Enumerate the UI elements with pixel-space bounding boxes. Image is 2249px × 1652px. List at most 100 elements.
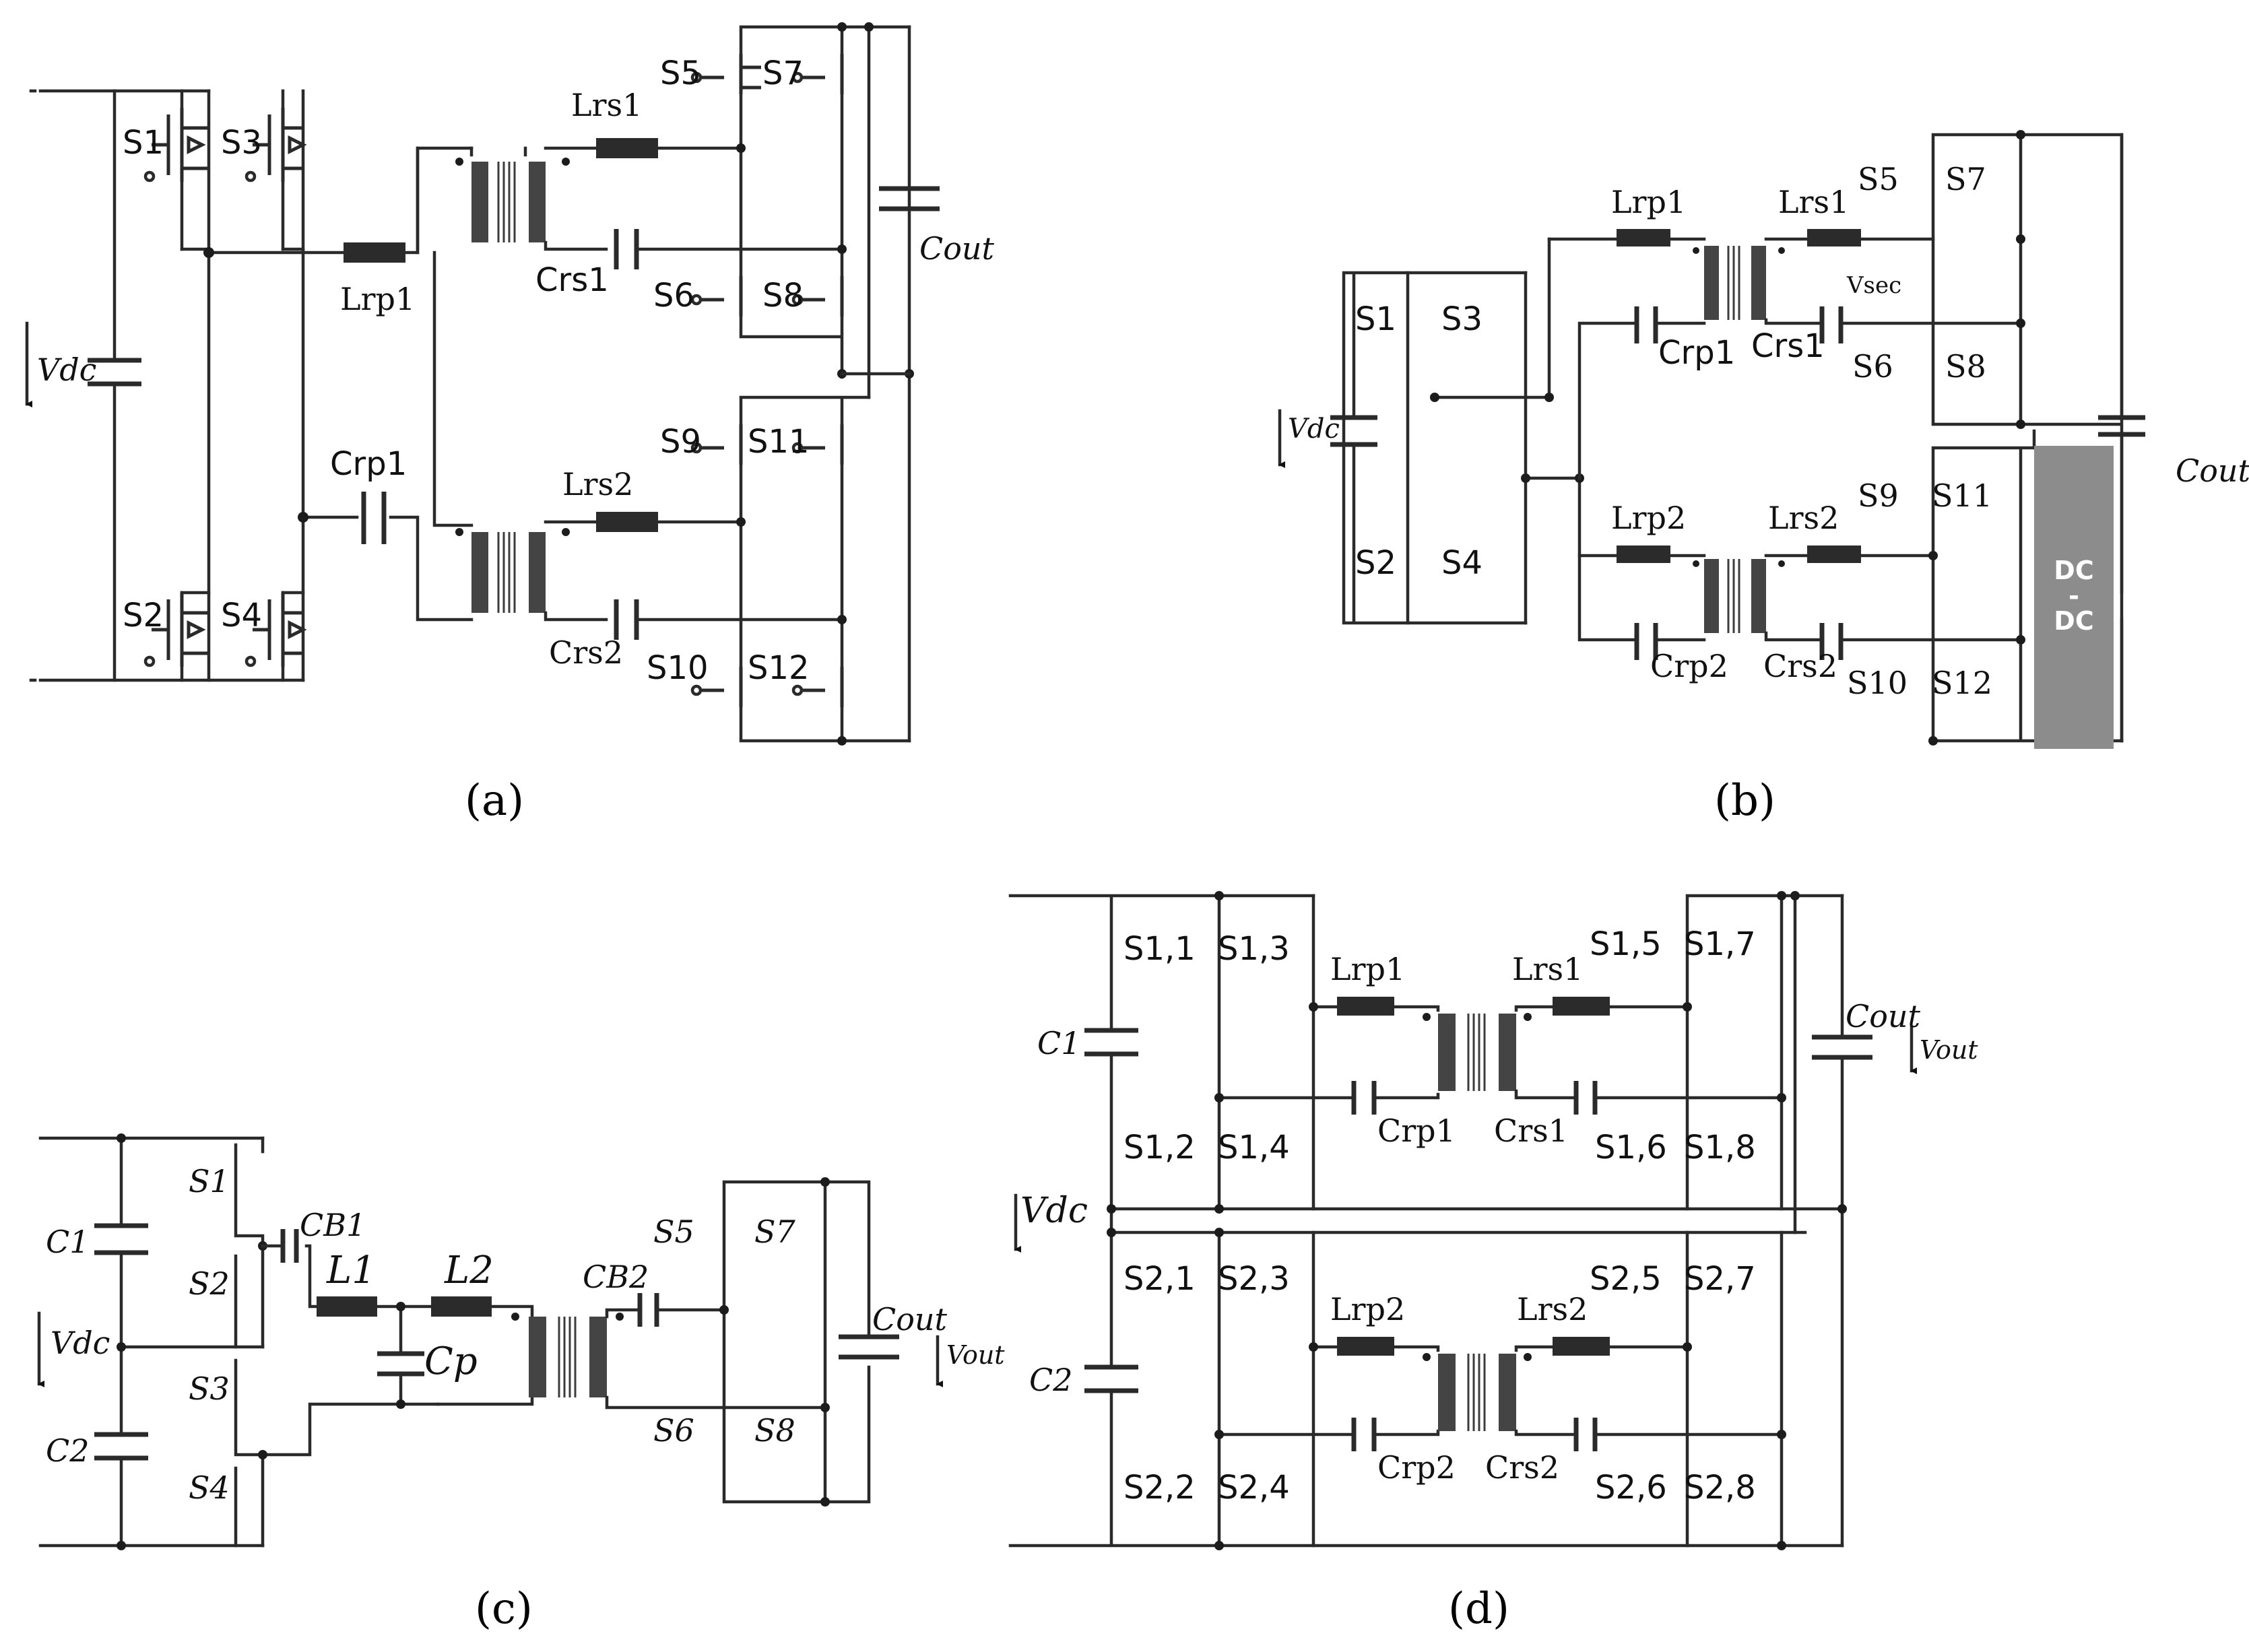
label-a-s9: S9: [660, 423, 701, 461]
label-c-vdc: Vdc: [51, 1325, 110, 1361]
label-d-vdc: Vdc: [1020, 1191, 1088, 1231]
label-d-s15: S1,5: [1590, 925, 1662, 963]
label-b-cout: Cout: [2176, 453, 2249, 489]
label-d-c2: C2: [1029, 1362, 1072, 1398]
label-c-cout: Cout: [872, 1301, 948, 1337]
label-c-cb2: CB2: [583, 1259, 649, 1295]
label-b-crp2: Crp2: [1650, 648, 1728, 684]
caption-a: (a): [465, 776, 524, 826]
label-b-s1: S1: [1355, 300, 1396, 338]
label-d-cout: Cout: [1846, 998, 1921, 1034]
label-b-lrp1: Lrp1: [1611, 184, 1686, 220]
label-b-vdc: Vdc: [1288, 414, 1340, 444]
label-d-s18: S1,8: [1684, 1129, 1756, 1166]
label-d-s22: S2,2: [1123, 1469, 1196, 1507]
label-b-s6: S6: [1852, 348, 1893, 385]
label-b-s3: S3: [1441, 300, 1482, 338]
label-c-cb1: CB1: [300, 1207, 366, 1243]
label-a-crs2: Crs2: [549, 634, 623, 671]
label-d-crp1: Crp1: [1377, 1113, 1456, 1149]
dc-block-top: DC: [2054, 556, 2093, 585]
label-d-lrs2: Lrs2: [1517, 1291, 1588, 1327]
label-a-lrs1: Lrs1: [571, 87, 642, 123]
label-a-s2: S2: [123, 597, 164, 634]
label-c-l2: L2: [444, 1249, 494, 1292]
label-a-s5: S5: [660, 55, 701, 92]
dc-block-mid: -: [2068, 581, 2079, 611]
label-b-lrp2: Lrp2: [1611, 500, 1686, 536]
label-d-crp2: Crp2: [1377, 1449, 1456, 1486]
label-a-crp1: Crp1: [330, 445, 407, 483]
label-b-s8: S8: [1945, 348, 1986, 385]
caption-b: (b): [1714, 776, 1775, 826]
label-a-s6: S6: [653, 277, 694, 315]
label-d-s26: S2,6: [1595, 1469, 1667, 1507]
label-d-s23: S2,3: [1218, 1260, 1290, 1298]
label-c-vout: Vout: [946, 1340, 1005, 1370]
label-c-s6: S6: [653, 1412, 694, 1449]
caption-c: (c): [475, 1584, 533, 1634]
label-a-lrs2: Lrs2: [562, 466, 633, 502]
label-a-s11: S11: [748, 423, 810, 461]
label-d-s28: S2,8: [1684, 1469, 1756, 1507]
label-a-crs1: Crs1: [535, 261, 609, 299]
panel-b: DC - DC S1 S3 S2 S4 Lrp1 Crp1 Lrs1 Crs1 …: [1278, 130, 2249, 826]
label-d-c1: C1: [1037, 1025, 1080, 1061]
label-b-crs2: Crs2: [1763, 648, 1837, 684]
panel-a: S1 S3 S2 S4 Lrp1 Crp1 Lrs1 Crs1 Lrs2 Crs…: [25, 22, 995, 826]
label-c-cp: Cp: [424, 1340, 478, 1383]
panel-d: S1,1 S1,3 S1,2 S1,4 S1,5 S1,7 S1,6 S1,8 …: [1008, 891, 1978, 1634]
label-a-vdc: Vdc: [37, 352, 96, 388]
label-b-crs1: Crs1: [1751, 327, 1825, 365]
label-d-crs2: Crs2: [1485, 1449, 1559, 1486]
label-d-s21: S2,1: [1123, 1260, 1196, 1298]
label-a-s4: S4: [221, 597, 262, 634]
label-c-s5: S5: [653, 1214, 694, 1250]
dc-block-bottom: DC: [2054, 606, 2093, 636]
label-c-l1: L1: [326, 1249, 376, 1292]
label-a-lrp1: Lrp1: [340, 281, 415, 317]
label-b-s2: S2: [1355, 544, 1396, 582]
label-d-s17: S1,7: [1684, 925, 1756, 963]
label-d-s25: S2,5: [1590, 1260, 1662, 1298]
label-b-vsec: Vsec: [1846, 272, 1901, 299]
label-d-s13: S1,3: [1218, 930, 1290, 968]
label-c-c2: C2: [46, 1432, 89, 1469]
label-c-c1: C1: [46, 1224, 89, 1260]
label-d-s14: S1,4: [1218, 1129, 1290, 1166]
label-a-s12: S12: [748, 649, 810, 687]
label-d-s27: S2,7: [1684, 1260, 1756, 1298]
label-d-lrs1: Lrs1: [1512, 951, 1583, 987]
label-b-crp1: Crp1: [1658, 334, 1735, 372]
label-b-lrs2: Lrs2: [1768, 500, 1839, 536]
label-b-s4: S4: [1441, 544, 1482, 582]
label-a-s8: S8: [762, 277, 804, 315]
label-d-s16: S1,6: [1595, 1129, 1667, 1166]
label-c-s2: S2: [189, 1265, 230, 1302]
label-d-lrp2: Lrp2: [1330, 1291, 1405, 1327]
label-d-s11: S1,1: [1123, 930, 1196, 968]
panel-c: S1 S2 S3 S4 C1 C2 Vdc CB1 L1 L2 Cp CB2 S…: [37, 1133, 1005, 1634]
label-b-lrs1: Lrs1: [1778, 184, 1849, 220]
label-a-s7: S7: [762, 55, 804, 92]
label-d-s24: S2,4: [1218, 1469, 1290, 1507]
label-b-s12: S12: [1932, 665, 1992, 701]
label-d-vout: Vout: [1920, 1035, 1978, 1065]
label-d-s12: S1,2: [1123, 1129, 1196, 1166]
label-b-s11: S11: [1932, 477, 1992, 514]
label-b-s5: S5: [1858, 161, 1899, 197]
label-a-s10: S10: [647, 649, 709, 687]
label-c-s1: S1: [189, 1163, 230, 1199]
label-a-cout: Cout: [919, 230, 995, 267]
label-a-s1: S1: [123, 124, 164, 162]
label-b-s10: S10: [1847, 665, 1908, 701]
label-c-s3: S3: [189, 1370, 230, 1407]
label-d-lrp1: Lrp1: [1330, 951, 1405, 987]
label-c-s7: S7: [754, 1214, 796, 1250]
caption-d: (d): [1448, 1584, 1509, 1634]
label-b-s7: S7: [1945, 161, 1986, 197]
label-d-crs1: Crs1: [1494, 1113, 1568, 1149]
label-c-s4: S4: [189, 1469, 230, 1506]
label-b-s9: S9: [1858, 477, 1899, 514]
